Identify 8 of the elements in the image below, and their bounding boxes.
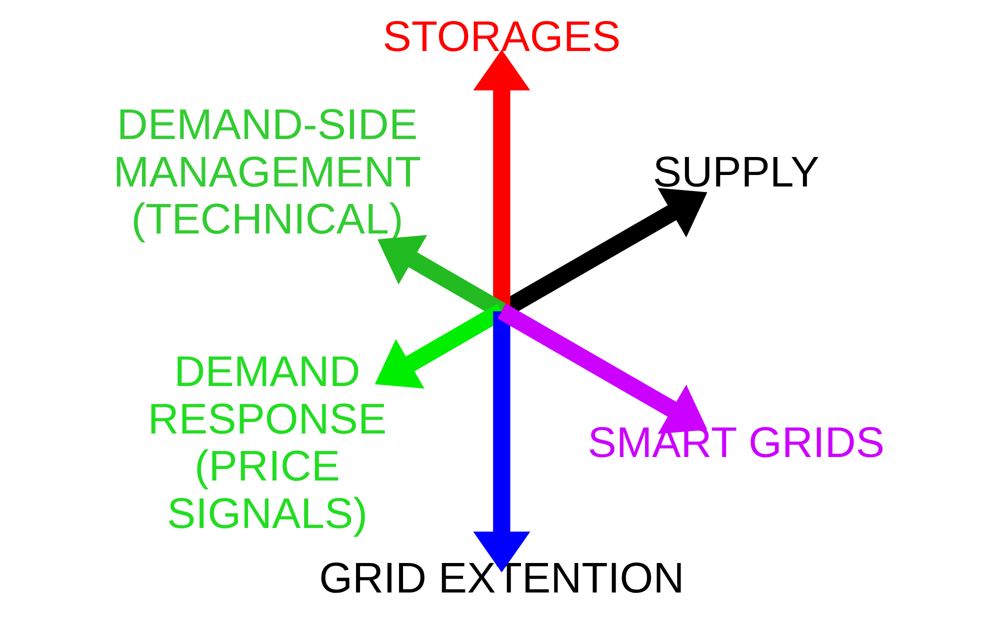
- arrow: [472, 311, 530, 572]
- node-text: STORAGES: [382, 13, 620, 62]
- node-text: DEMAND-SIDE MANAGEMENT (TECHNICAL): [112, 101, 421, 244]
- node-text: SUPPLY: [652, 148, 819, 196]
- arrow: [497, 304, 707, 434]
- node-text: DEMAND RESPONSE (PRICE SIGNALS): [147, 348, 386, 538]
- node-text: GRID EXTENTION: [318, 554, 684, 602]
- arrow: [472, 50, 530, 311]
